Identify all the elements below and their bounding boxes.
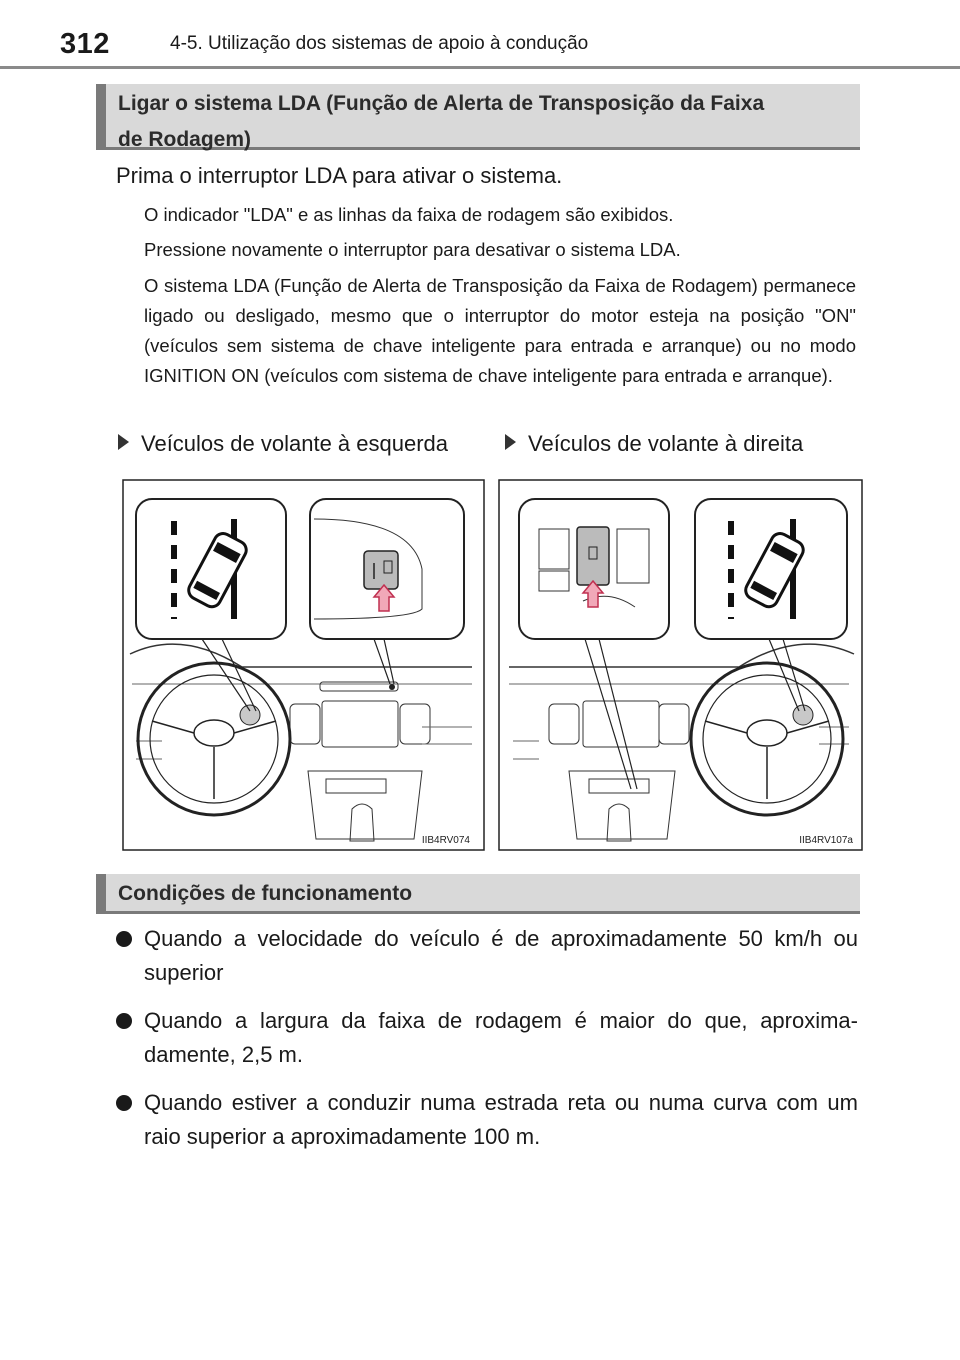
variant-left-label: Veículos de volante à esquerda	[141, 431, 449, 456]
variant-right-label: Veículos de volante à direita	[528, 431, 804, 456]
bullet-dot-icon	[116, 1013, 132, 1029]
condition-speed: Quando a velocidade do veículo é de apro…	[144, 926, 858, 985]
condition-road-curve: Quando estiver a conduzir numa estrada r…	[144, 1090, 858, 1149]
list-item: Quando a largura da faixa de rodagem é m…	[116, 1004, 858, 1072]
right-panel-illustration: IIB4RV107a	[498, 479, 863, 851]
list-item: Quando a velocidade do veículo é de apro…	[116, 922, 858, 990]
banner-conditions-title: Condições de funcionamento	[118, 882, 413, 905]
conditions-list: Quando a velocidade do veículo é de apro…	[116, 922, 858, 1168]
left-panel-illustration: IIB4RV074	[122, 479, 485, 851]
instruction-persistence-note: O sistema LDA (Função de Alerta de Trans…	[144, 275, 856, 386]
dashboard-illustration: IIB4RV074	[122, 479, 863, 851]
section-banner-conditions: Condições de funcionamento	[96, 874, 860, 914]
instruction-deactivate-note: Pressione novamente o interruptor para d…	[144, 239, 681, 260]
list-item: Quando estiver a conduzir numa estrada r…	[116, 1086, 858, 1154]
figure-code-right: IIB4RV107a	[799, 835, 853, 846]
banner-title-line-2: de Rodagem)	[118, 128, 252, 151]
instruction-indicator-note: O indicador "LDA" e as linhas da faixa d…	[144, 204, 674, 225]
bullet-dot-icon	[116, 931, 132, 947]
instruction-lead: Prima o interruptor LDA para ativar o si…	[116, 163, 563, 188]
figure-code-left: IIB4RV074	[422, 835, 471, 846]
banner-title-line-1: Ligar o sistema LDA (Função de Alerta de…	[118, 92, 765, 115]
header-divider	[0, 66, 960, 69]
triangle-bullet-icon	[505, 434, 516, 450]
triangle-bullet-icon	[118, 434, 129, 450]
condition-lane-width: Quando a largura da faixa de rodagem é m…	[144, 1008, 858, 1067]
variant-right-hand-drive: Veículos de volante à direita	[505, 431, 803, 457]
page-number: 312	[60, 28, 110, 60]
variant-left-hand-drive: Veículos de volante à esquerda	[118, 431, 448, 457]
section-banner-lda-on: Ligar o sistema LDA (Função de Alerta de…	[96, 84, 860, 151]
section-header: 4-5. Utilização dos sistemas de apoio à …	[170, 33, 589, 54]
bullet-dot-icon	[116, 1095, 132, 1111]
